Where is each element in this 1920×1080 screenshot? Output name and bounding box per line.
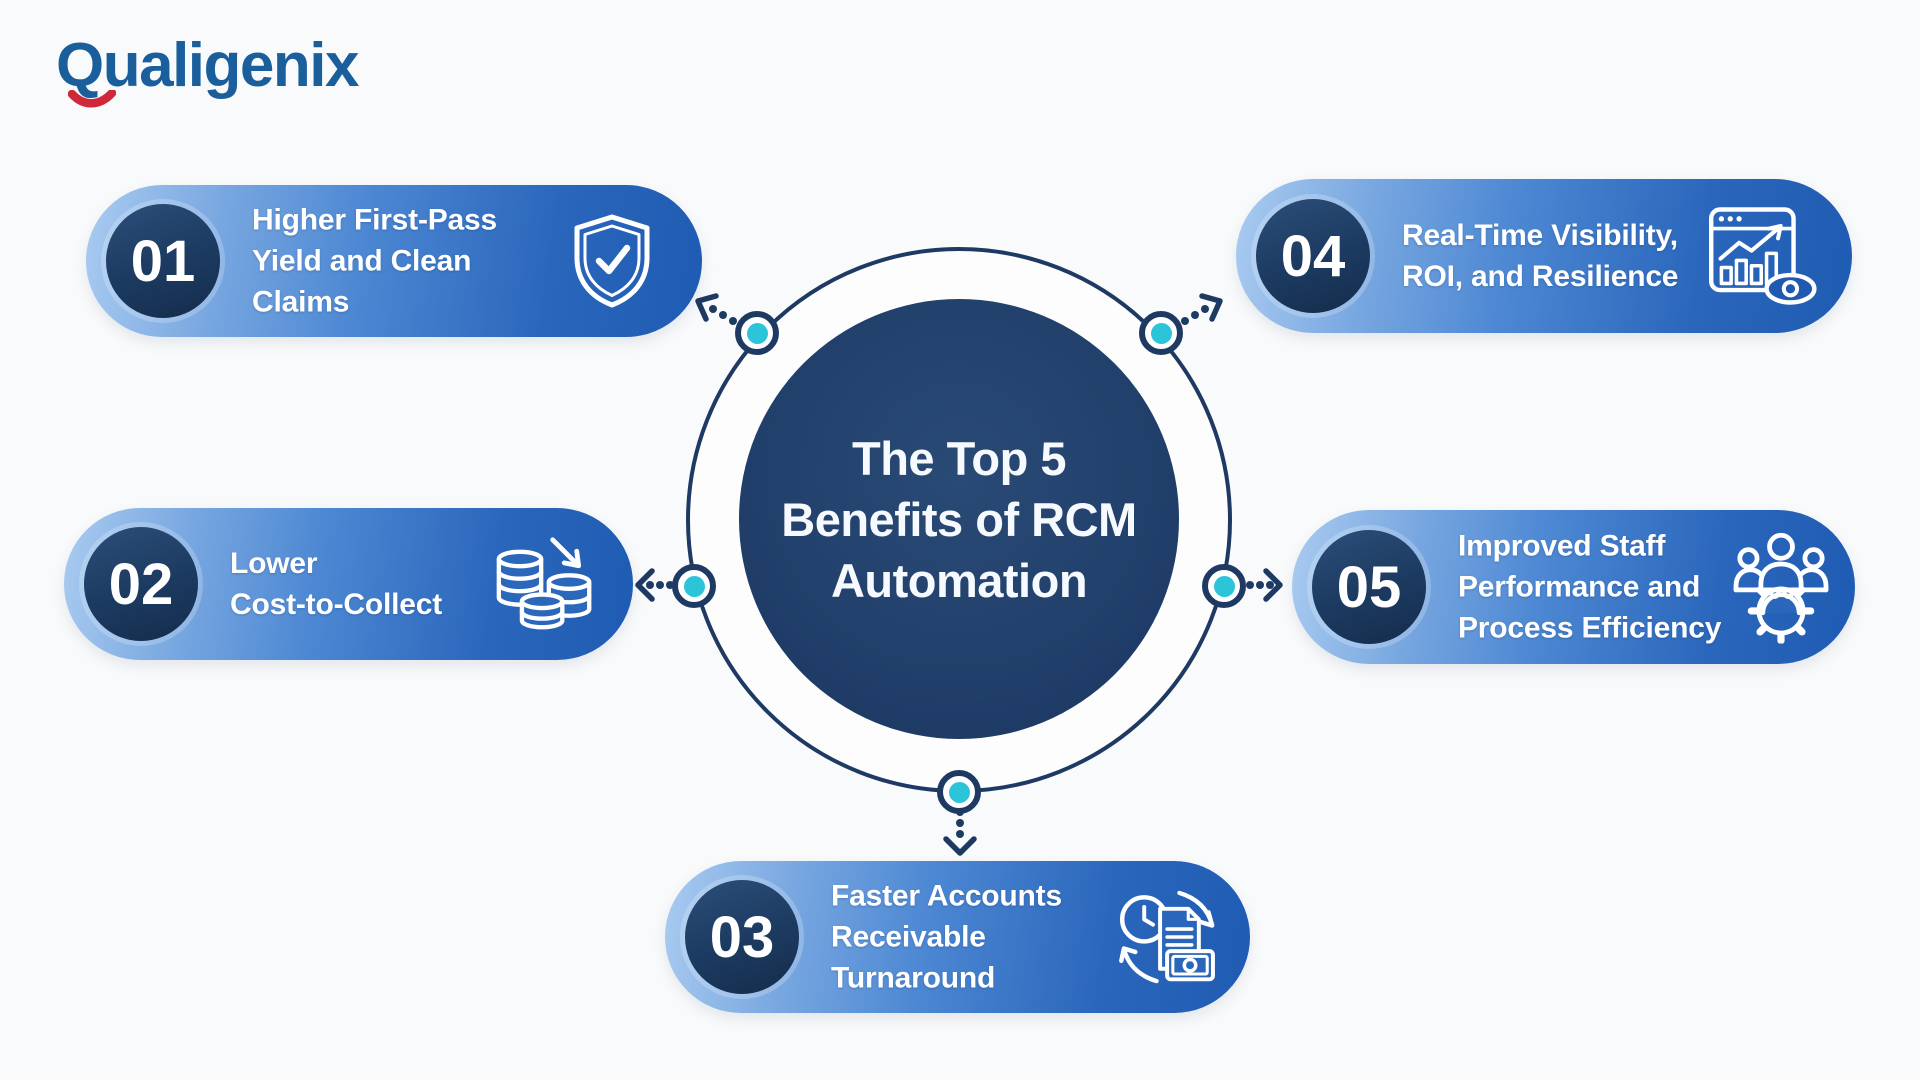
connector-node-top-left	[735, 311, 779, 355]
benefit-number-badge: 04	[1256, 199, 1370, 313]
benefit-text-line: Higher First-Pass	[252, 203, 498, 237]
teal-dot	[1213, 575, 1235, 597]
benefit-text-line: Faster Accounts	[831, 879, 1062, 913]
team-gear-icon	[1733, 531, 1829, 644]
connector-node-left	[672, 564, 716, 608]
shield-check-icon	[570, 213, 654, 309]
benefit-pill-05: 05 Improved Staff Performance and Proces…	[1292, 510, 1855, 664]
benefit-text-line: Claims	[252, 285, 350, 319]
benefit-number-badge: 01	[106, 204, 220, 318]
central-title-line: The Top 5	[852, 431, 1066, 485]
benefit-text-line: Receivable	[831, 920, 986, 954]
central-title-circle: The Top 5 Benefits of RCM Automation	[739, 299, 1179, 739]
benefit-text-line: Lower	[230, 547, 318, 580]
benefit-number-badge: 02	[84, 527, 198, 641]
benefit-text-line: Yield and Clean	[252, 244, 472, 278]
benefit-pill-02: 02 Lower Cost-to-Collect	[64, 508, 633, 660]
connector-node-right	[1202, 564, 1246, 608]
benefit-text-line: ROI, and Resilience	[1402, 260, 1679, 293]
teal-dot	[683, 575, 705, 597]
teal-dot	[948, 781, 970, 803]
central-title-line: Benefits of RCM	[781, 492, 1137, 546]
teal-dot	[1150, 322, 1172, 344]
benefit-text-line: Turnaround	[831, 961, 996, 995]
benefit-text-line: Cost-to-Collect	[230, 588, 442, 621]
benefit-text-line: Improved Staff	[1458, 529, 1666, 563]
dashboard-eye-icon	[1709, 207, 1817, 305]
benefit-pill-04: 04 Real-Time Visibility, ROI, and Resili…	[1236, 179, 1852, 333]
coins-decrease-icon	[495, 531, 595, 637]
central-title-line: Automation	[830, 553, 1088, 607]
receivables-cycle-icon	[1116, 887, 1220, 987]
connector-node-top-right	[1139, 311, 1183, 355]
benefit-text-line: Performance and	[1458, 570, 1701, 604]
brand-logo: Qualigenix	[56, 30, 416, 120]
logo-red-swoosh-icon	[68, 90, 116, 108]
benefit-text-line: Process Efficiency	[1458, 611, 1722, 645]
benefit-text-line: Real-Time Visibility,	[1402, 219, 1678, 252]
benefit-number-badge: 03	[685, 880, 799, 994]
benefit-number-badge: 05	[1312, 530, 1426, 644]
connector-node-bottom	[937, 770, 981, 814]
benefit-pill-03: 03 Faster Accounts Receivable Turnaround	[665, 861, 1250, 1013]
brand-logo-text: Qualigenix	[56, 31, 359, 100]
teal-dot	[746, 322, 768, 344]
benefit-pill-01: 01 Higher First-Pass Yield and Clean Cla…	[86, 185, 702, 337]
